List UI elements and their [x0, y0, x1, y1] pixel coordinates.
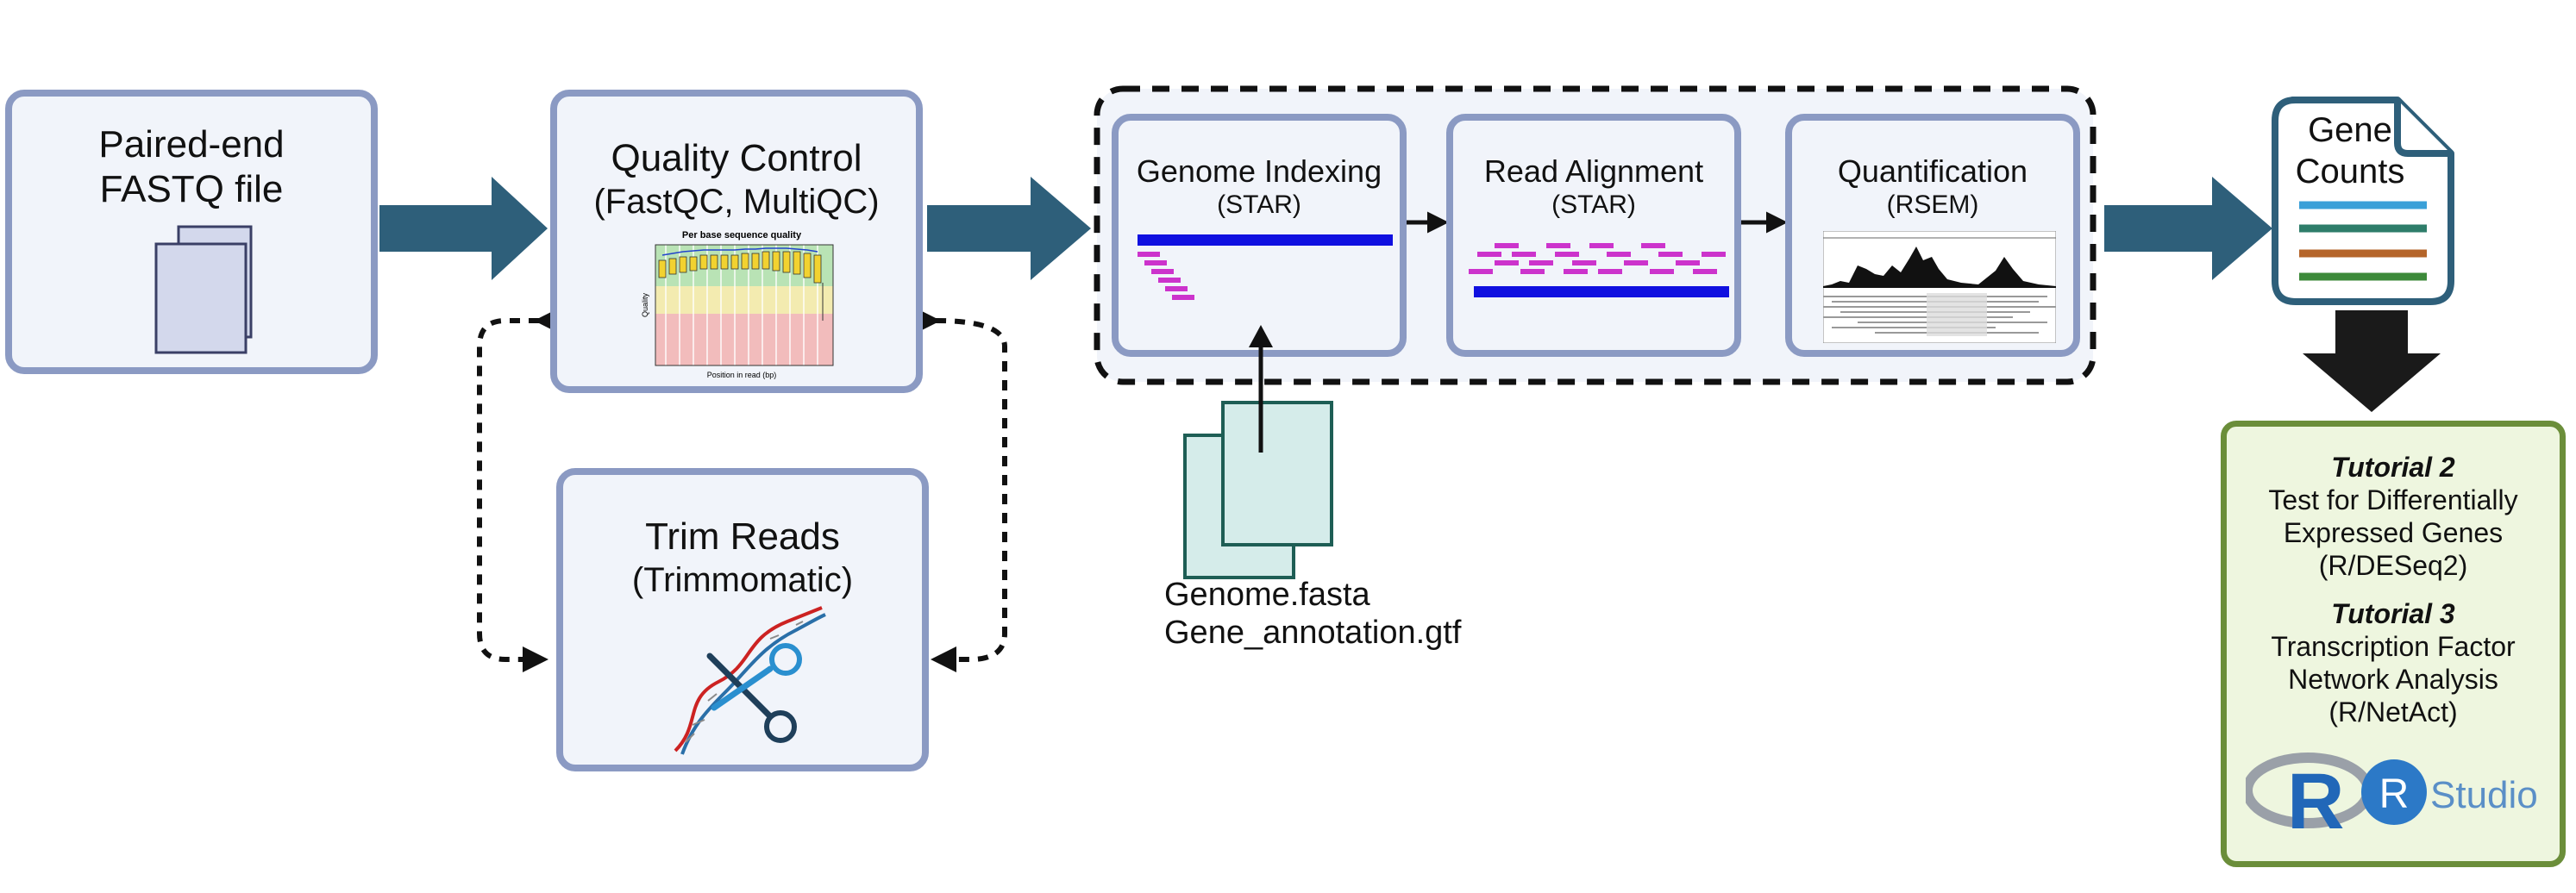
- tutorial-3-line1: Transcription Factor: [2271, 631, 2516, 662]
- alignment-subtitle: (STAR): [1551, 190, 1636, 219]
- flow-arrow-qc-to-star: [927, 177, 1091, 280]
- tutorial-2-line3: (R/DESeq2): [2318, 550, 2468, 581]
- qc-per-base-quality-plot: Per base sequence quality Position in re…: [641, 230, 834, 379]
- tutorial-2-title: Tutorial 2: [2331, 452, 2455, 483]
- reference-file-annotation: Gene_annotation.gtf: [1164, 615, 1462, 651]
- read-alignment-graphic: [1469, 243, 1729, 297]
- qc-plot-xlabel: Position in read (bp): [707, 371, 777, 379]
- reference-file-genome: Genome.fasta: [1164, 577, 1370, 613]
- rstudio-logo-r-circle: R: [2379, 771, 2410, 817]
- reference-files-icon: [1183, 325, 1333, 579]
- quant-subtitle: (RSEM): [1886, 190, 1979, 219]
- gene-counts-document-icon: [2272, 97, 2454, 305]
- quantification-box: Quantification (RSEM): [1785, 114, 2080, 357]
- quality-control-box: Quality Control (FastQC, MultiQC) Per ba…: [550, 90, 923, 393]
- trim-reads-box: Trim Reads (Trimmomatic): [556, 468, 929, 771]
- tutorial-3-line2: Network Analysis: [2288, 664, 2498, 695]
- rstudio-logo: R R Studio: [2246, 752, 2538, 840]
- alignment-title: Read Alignment: [1483, 153, 1704, 189]
- genome-indexing-box: Genome Indexing (STAR): [1112, 114, 1407, 357]
- trim-subtitle: (Trimmomatic): [631, 561, 854, 599]
- rstudio-logo-r: R: [2287, 758, 2344, 840]
- tutorial-2-line1: Test for Differentially: [2268, 484, 2518, 515]
- fastq-file-icon: [154, 225, 253, 354]
- gene-counts-label-line2: Counts: [2295, 153, 2405, 190]
- indexing-title: Genome Indexing: [1136, 153, 1382, 189]
- tutorial-3-title: Tutorial 3: [2331, 598, 2455, 629]
- trim-title: Trim Reads: [645, 515, 840, 558]
- fastq-box: Paired-end FASTQ file: [5, 90, 378, 374]
- qc-title: Quality Control: [611, 137, 862, 179]
- rstudio-logo-text: Studio: [2430, 774, 2538, 816]
- tutorials-box: Tutorial 2 Test for Differentially Expre…: [2221, 421, 2566, 867]
- coverage-track-graphic: [1823, 231, 2056, 343]
- indexing-subtitle: (STAR): [1217, 190, 1301, 219]
- qc-subtitle: (FastQC, MultiQC): [593, 183, 880, 221]
- genome-index-graphic: [1138, 234, 1393, 300]
- flow-arrow-counts-to-tutorials: [2303, 310, 2441, 412]
- tutorial-3-line3: (R/NetAct): [2328, 696, 2458, 728]
- loop-left: [477, 308, 560, 672]
- qc-plot-ylabel: Quality: [641, 292, 649, 317]
- flow-arrow-fastq-to-qc: [379, 177, 548, 280]
- loop-right: [914, 307, 1007, 672]
- quant-title: Quantification: [1837, 153, 2028, 189]
- fastq-label-line1: Paired-end: [98, 123, 285, 165]
- dna-scissors-icon: [674, 606, 826, 755]
- gene-counts-label-line1: Gene: [2308, 111, 2392, 149]
- fastq-label-line2: FASTQ file: [99, 168, 284, 210]
- qc-plot-title: Per base sequence quality: [682, 230, 802, 240]
- tutorial-2-line2: Expressed Genes: [2283, 517, 2504, 548]
- read-alignment-box: Read Alignment (STAR): [1446, 114, 1741, 357]
- flow-arrow-star-to-counts: [2104, 177, 2272, 280]
